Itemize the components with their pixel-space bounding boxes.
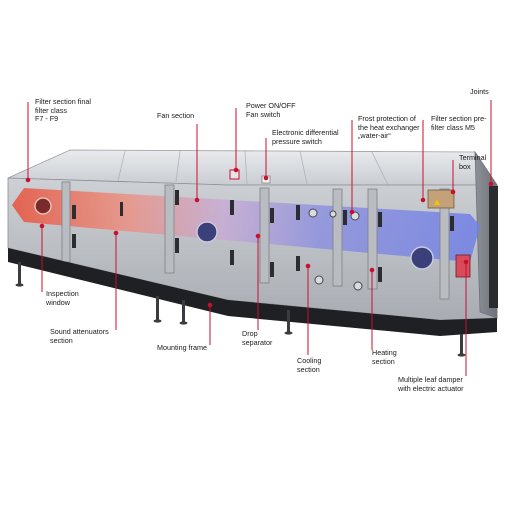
unit-top-face bbox=[7, 149, 498, 186]
label-damper: Multiple leaf damper with electric actua… bbox=[398, 375, 464, 393]
label-frost-protection: Frost protection of the heat exchanger „… bbox=[358, 114, 420, 141]
fan-wheel-2 bbox=[410, 246, 434, 270]
roof-seams bbox=[117, 150, 389, 186]
label-fan-section: Fan section bbox=[157, 111, 195, 120]
label-sound-attenuators: Sound attenuators section bbox=[50, 327, 109, 345]
door-handles bbox=[72, 190, 454, 282]
label-terminal-box: Terminal box bbox=[459, 153, 487, 171]
label-filter-final: Filter section final filter class F7 - F… bbox=[35, 97, 91, 124]
label-pressure-switch: Electronic differential pressure switch bbox=[272, 128, 339, 146]
label-joints: Joints bbox=[470, 87, 489, 96]
leader-lines bbox=[25, 100, 494, 376]
airflow-band bbox=[12, 188, 480, 262]
pipe-connectors bbox=[308, 208, 363, 291]
terminal-box bbox=[427, 189, 455, 209]
damper-actuator bbox=[455, 254, 471, 278]
label-inspection-window: Inspection window bbox=[46, 289, 79, 307]
mounting-frame-base bbox=[8, 248, 497, 336]
warning-sticker bbox=[434, 199, 440, 205]
label-power-switch: Power ON/OFF Fan switch bbox=[246, 101, 296, 119]
fan-wheel-1 bbox=[196, 221, 218, 243]
label-heating-section: Heating section bbox=[372, 348, 397, 366]
joint-flange bbox=[489, 186, 498, 308]
label-mounting-frame: Mounting frame bbox=[157, 343, 207, 352]
support-legs bbox=[15, 262, 466, 357]
inspection-window bbox=[34, 197, 52, 215]
label-prefilter: Filter section pre- filter class M5 bbox=[431, 114, 487, 132]
label-drop-separator: Drop separator bbox=[242, 329, 273, 347]
label-cooling-section: Cooling section bbox=[297, 356, 322, 374]
